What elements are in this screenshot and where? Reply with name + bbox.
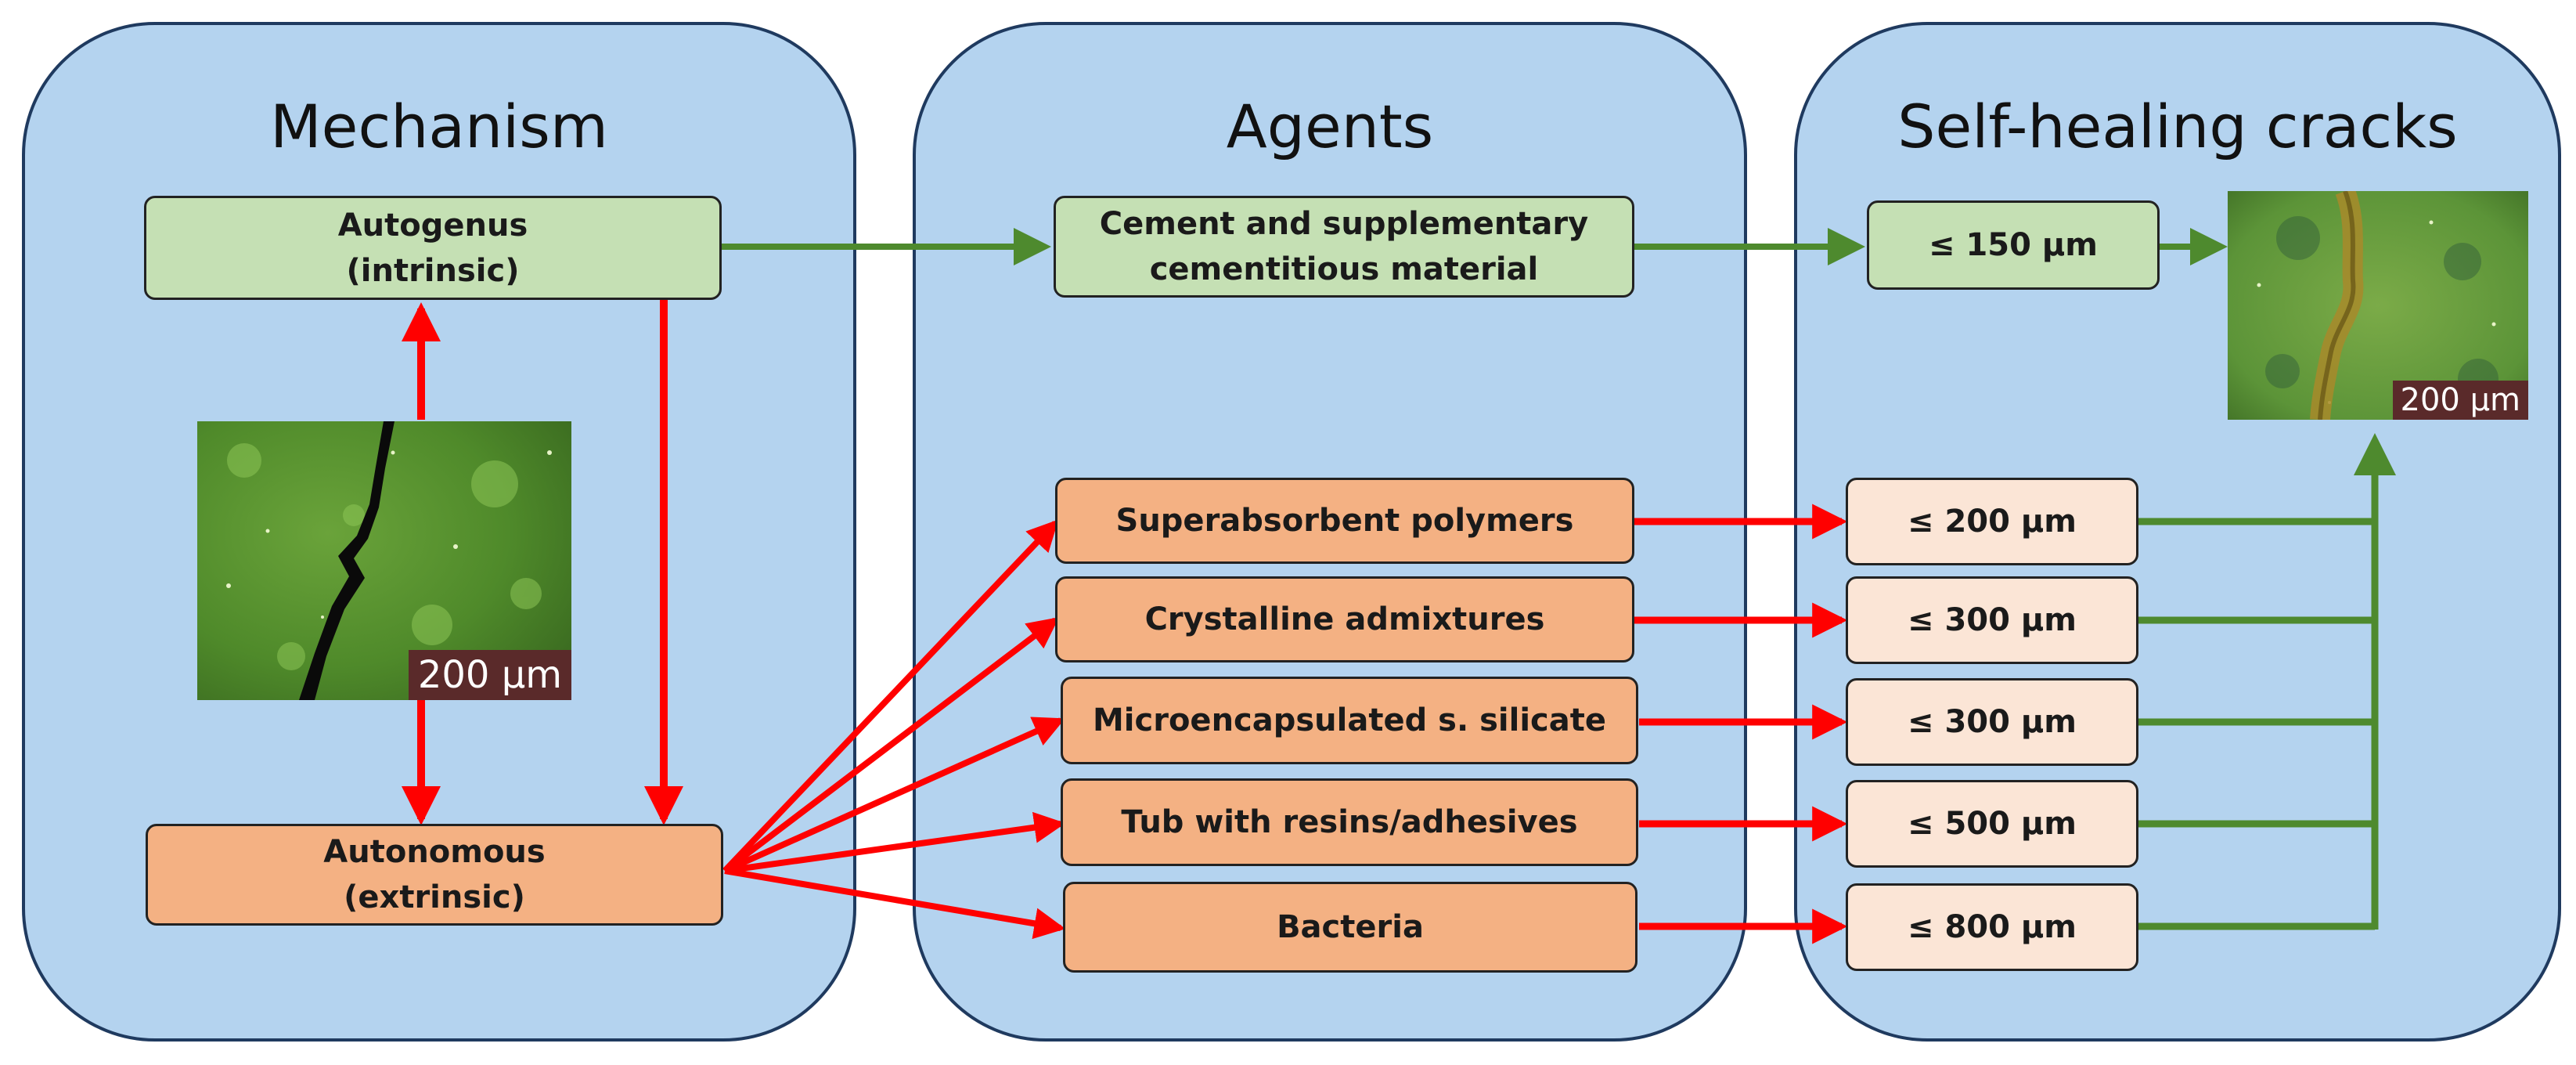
width-cement-box: ≤ 150 µm <box>1867 200 2160 290</box>
width-label: ≤ 800 µm <box>1908 909 2077 945</box>
width-box-2: ≤ 300 µm <box>1846 576 2138 664</box>
agent-label: Superabsorbent polymers <box>1115 503 1574 539</box>
width-label: ≤ 300 µm <box>1908 602 2077 638</box>
cement-agent-box: Cement and supplementary cementitious ma… <box>1054 196 1634 298</box>
agent-label: Crystalline admixtures <box>1144 601 1545 637</box>
agents-title: Agents <box>1226 92 1434 161</box>
green-merge-lines <box>2138 433 2396 930</box>
agent-bacteria: Bacteria <box>1063 882 1637 973</box>
width-box-4: ≤ 500 µm <box>1846 780 2138 868</box>
autonomous-sublabel: (extrinsic) <box>344 879 525 915</box>
autogenus-box: Autogenus (intrinsic) <box>144 196 722 300</box>
healed-crack-micrograph: 200 µm <box>2228 191 2528 420</box>
autogenus-sublabel: (intrinsic) <box>346 252 520 289</box>
width-box-1: ≤ 200 µm <box>1846 478 2138 565</box>
autogenus-label: Autogenus <box>337 207 528 244</box>
width-label: ≤ 300 µm <box>1908 704 2077 740</box>
crack-micrograph: 200 µm <box>197 421 571 700</box>
width-box-3: ≤ 300 µm <box>1846 678 2138 766</box>
width-box-5: ≤ 800 µm <box>1846 883 2138 971</box>
agent-crystalline-admixtures: Crystalline admixtures <box>1055 576 1634 662</box>
width-label: ≤ 500 µm <box>1908 806 2077 842</box>
agent-superabsorbent-polymers: Superabsorbent polymers <box>1055 478 1634 564</box>
agent-label: Bacteria <box>1277 909 1424 945</box>
cement-label-line1: Cement and supplementary <box>1099 206 1589 242</box>
red-agent-to-width-arrows <box>1634 504 1848 944</box>
mechanism-title: Mechanism <box>270 92 608 161</box>
self-healing-title: Self-healing cracks <box>1897 92 2458 161</box>
cement-label-line2: cementitious material <box>1149 251 1539 287</box>
width-label: ≤ 150 µm <box>1929 227 2098 263</box>
crack-scale-bar: 200 µm <box>408 650 571 700</box>
agent-label: Microencapsulated s. silicate <box>1093 702 1606 738</box>
autonomous-label: Autonomous <box>323 834 546 870</box>
red-fan-arrows <box>722 519 1066 940</box>
agent-tub-resins: Tub with resins/adhesives <box>1061 778 1638 866</box>
agent-microencapsulated-silicate: Microencapsulated s. silicate <box>1061 677 1638 764</box>
width-label: ≤ 200 µm <box>1908 504 2077 540</box>
autonomous-box: Autonomous (extrinsic) <box>146 824 723 926</box>
agent-label: Tub with resins/adhesives <box>1121 804 1578 840</box>
healed-crack-image <box>2228 191 2528 420</box>
healed-scale-bar: 200 µm <box>2392 381 2528 420</box>
